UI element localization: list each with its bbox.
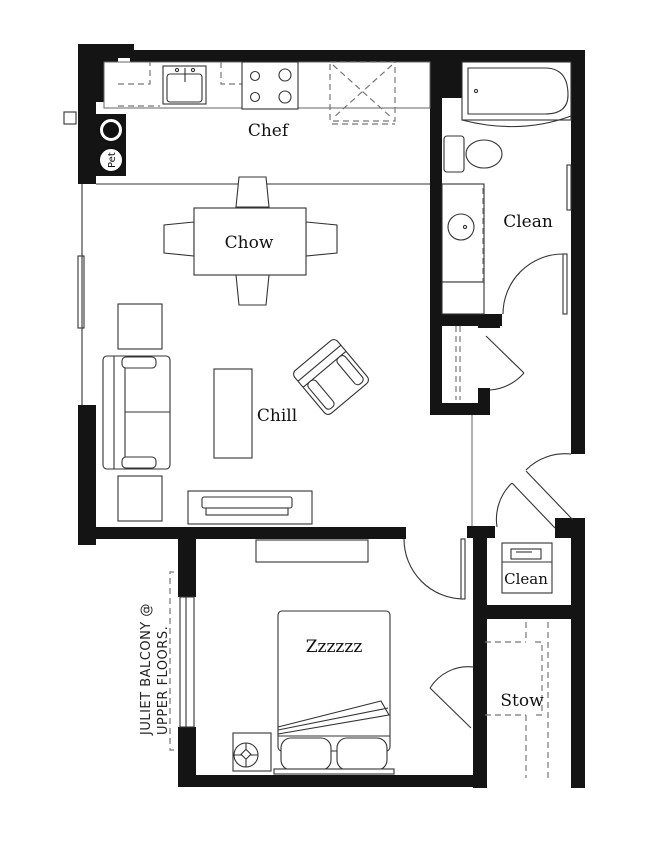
room-label-living: Chill xyxy=(257,406,297,426)
bathroom: Clean xyxy=(441,61,572,315)
armchair xyxy=(293,339,369,415)
linen-closet xyxy=(455,326,525,400)
room-label-closet: Stow xyxy=(500,691,544,711)
living-room: Chill xyxy=(77,184,369,525)
entry-door xyxy=(495,453,574,529)
pet-station: Pet xyxy=(96,114,126,176)
dresser xyxy=(255,539,369,563)
pet-icon xyxy=(103,122,119,138)
room-label-kitchen: Chef xyxy=(248,121,290,141)
bedroom: Zzzzzz JULIET BALCONY @ UPPER FLOORS. xyxy=(139,538,474,775)
bed xyxy=(273,610,395,775)
refrigerator-icon xyxy=(329,61,396,125)
balcony-note-line1: JULIET BALCONY @ xyxy=(139,603,154,736)
room-label-bathroom: Clean xyxy=(503,212,553,232)
stove-icon xyxy=(241,61,299,110)
nightstand-lamp-icon xyxy=(232,732,272,772)
dining-area: Chow xyxy=(163,176,338,306)
kitchen-sink-icon xyxy=(162,65,207,105)
bathtub-icon xyxy=(461,61,572,128)
sofa xyxy=(102,355,171,470)
room-label-laundry: Clean xyxy=(504,570,548,588)
laundry: Clean xyxy=(501,542,553,594)
vanity-sink-icon xyxy=(441,183,485,315)
balcony-note-line2: UPPER FLOORS. xyxy=(156,626,171,735)
toilet-icon xyxy=(443,135,503,173)
closet: Stow xyxy=(485,622,549,778)
room-label-bedroom: Zzzzzz xyxy=(306,637,363,657)
kitchen: Pet Chef xyxy=(63,61,431,185)
tv-console xyxy=(187,490,313,525)
coffee-table xyxy=(213,368,253,459)
walls xyxy=(78,44,585,788)
washer-dryer-icon xyxy=(501,542,553,594)
juliet-balcony-window xyxy=(169,571,195,751)
dining-table xyxy=(193,207,307,276)
room-label-dining: Chow xyxy=(225,233,274,253)
pet-label: Pet xyxy=(107,152,118,168)
